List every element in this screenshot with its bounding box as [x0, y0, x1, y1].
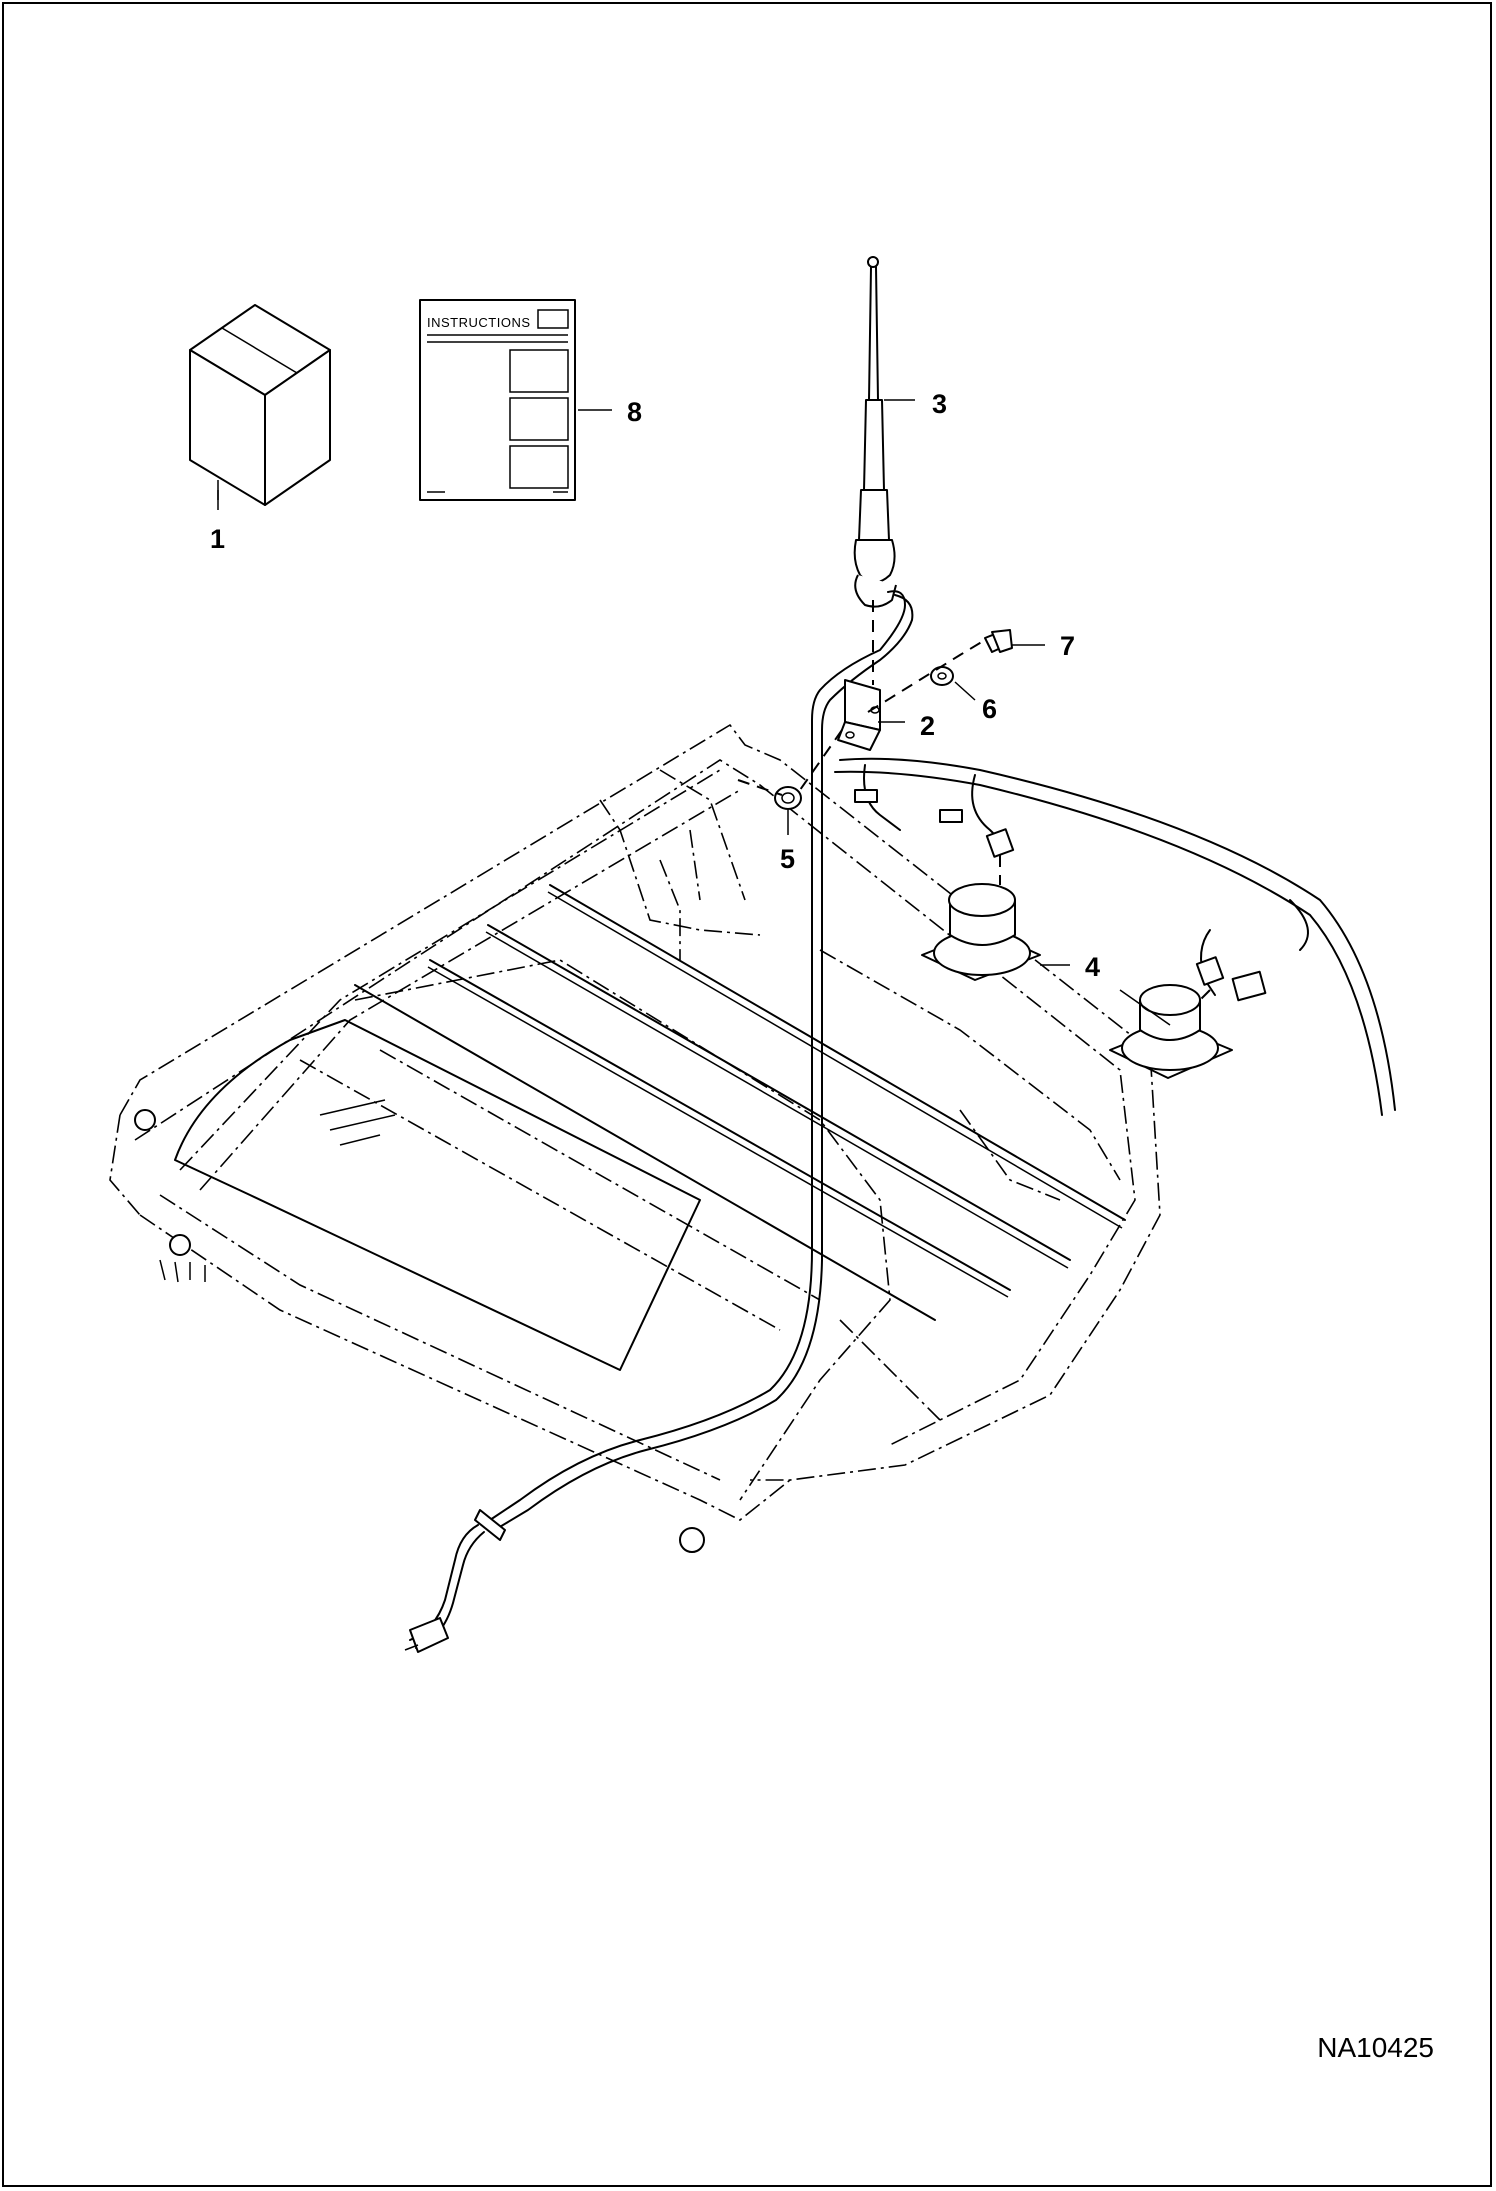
part-4-speaker-right [1109, 984, 1233, 1079]
part-7-bolt [984, 629, 1013, 653]
leader-lines [217, 399, 1171, 1026]
callout-1: 1 [210, 524, 225, 554]
cab-roof-outline [109, 723, 1161, 1521]
callout-8: 8 [627, 397, 642, 427]
rear-window [174, 1019, 701, 1371]
callout-6: 6 [982, 694, 997, 724]
callout-3: 3 [932, 389, 947, 419]
callout-5: 5 [780, 844, 795, 874]
callout-4: 4 [1085, 952, 1100, 982]
part-5-grommet [774, 786, 802, 810]
callout-numbers: 1 2 3 4 5 6 7 8 [210, 389, 1100, 982]
part-1-box [189, 304, 331, 506]
instructions-sheet-title: INSTRUCTIONS [427, 315, 531, 330]
assembly-lines [737, 600, 1211, 1001]
part-8-instructions-sheet: INSTRUCTIONS [419, 299, 576, 501]
callout-7: 7 [1060, 631, 1075, 661]
callout-2: 2 [920, 711, 935, 741]
roof-rails [354, 884, 1126, 1321]
part-2-bracket [837, 679, 881, 751]
part-6-washer [930, 666, 954, 686]
figure-id: NA10425 [1317, 2032, 1434, 2063]
wire-harness [834, 757, 1396, 1116]
part-4-speaker-left [921, 883, 1041, 981]
part-3-antenna [404, 256, 914, 1653]
cab-mount-knobs [134, 1109, 705, 1553]
